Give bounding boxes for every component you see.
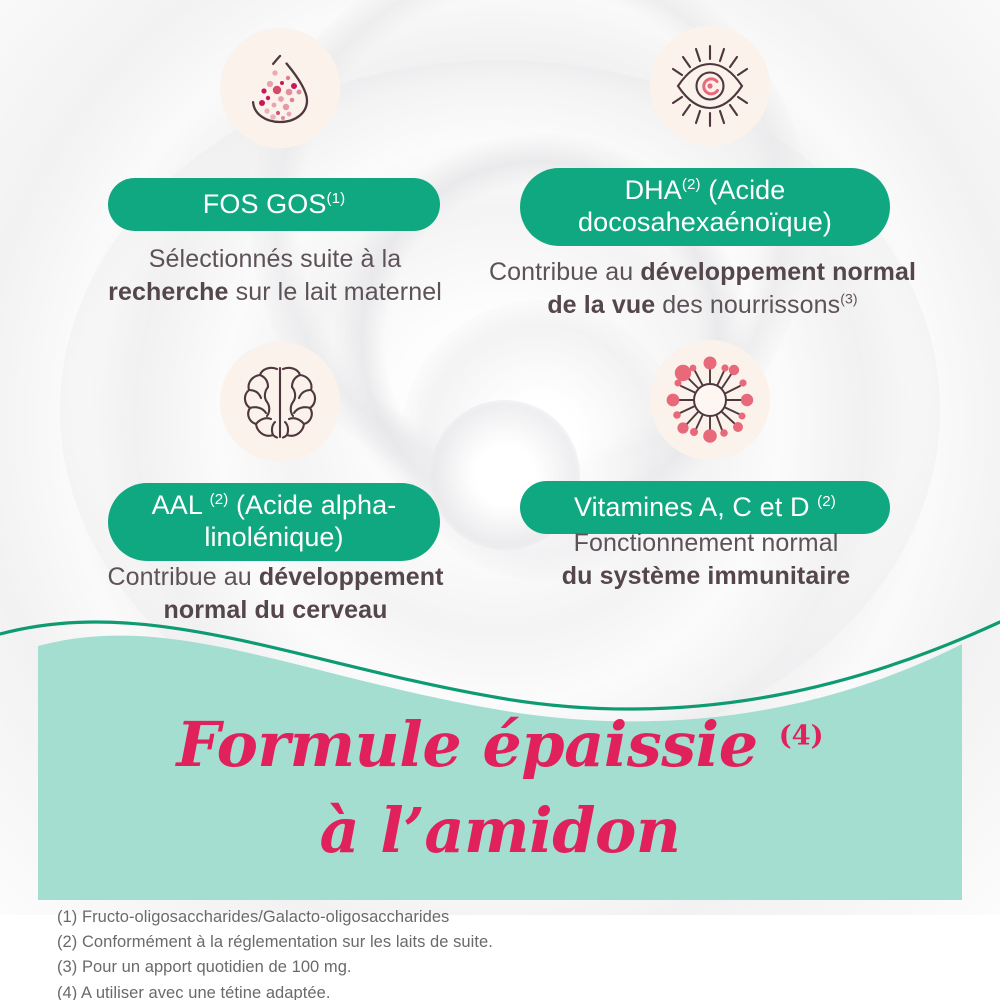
mint-fill (38, 635, 962, 900)
eye-icon (664, 40, 756, 132)
footnote-marker: (1) (326, 189, 346, 207)
footnote-marker: (4) (778, 719, 824, 752)
brain-icon (237, 359, 323, 445)
pill-dha: DHA(2) (Acide docosahexaénoïque) (520, 168, 890, 246)
headline-line-2: à l’amidon (319, 793, 681, 867)
pill-vitamines-text: Vitamines A, C et D (2) (574, 491, 836, 522)
droplet-dots-icon (237, 45, 323, 131)
headline-line-1: Formule épaissie (4) (176, 708, 824, 781)
pill-aal-text: AAL (2) (Acide alpha-linolénique) (151, 490, 397, 552)
footnote-item: (1) Fructo-oligosaccharides/Galacto-olig… (57, 908, 450, 926)
pill-aal: AAL (2) (Acide alpha-linolénique) (108, 483, 440, 561)
pill-dha-text: DHA(2) (Acide docosahexaénoïque) (577, 175, 832, 237)
virus-cell-icon (662, 352, 758, 448)
pill-vitamines: Vitamines A, C et D (2) (520, 481, 890, 534)
icon-bubble-fosgos (220, 28, 340, 148)
pill-fosgos-text: FOS GOS(1) (202, 188, 346, 219)
footnotes-list: (1) Fructo-oligosaccharides/Galacto-olig… (57, 905, 757, 1000)
mint-wave-band (0, 598, 1000, 908)
footnote-item: (4) A utiliser avec une tétine adaptée. (57, 983, 331, 1000)
footnote-item: (2) Conformément à la réglementation sur… (57, 933, 493, 952)
headline: Formule épaissie (4) à l’amidon (0, 702, 1000, 873)
icon-bubble-dha (650, 26, 770, 146)
icon-bubble-vitamines (650, 340, 770, 460)
pill-fosgos: FOS GOS(1) (108, 178, 440, 231)
green-wave-line (0, 620, 1000, 711)
footnote-item: (3) Pour un apport quotidien de 100 mg. (57, 958, 352, 977)
icon-bubble-aal (220, 342, 340, 462)
